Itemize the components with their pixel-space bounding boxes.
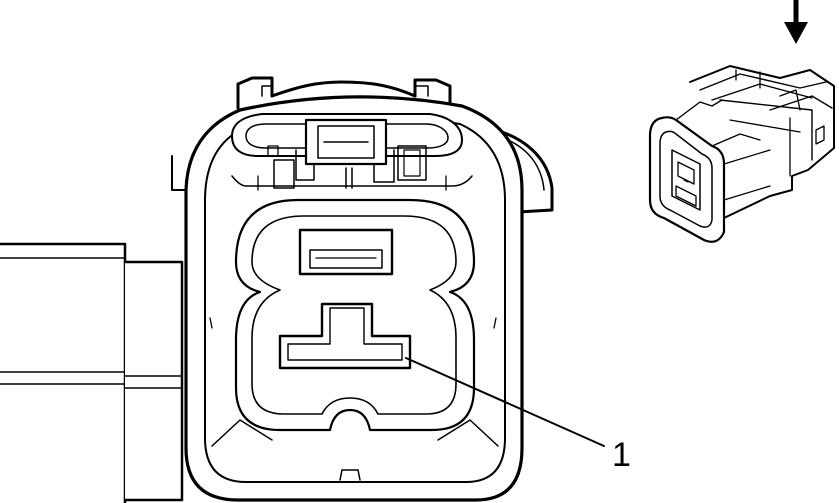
sensor-body (0, 155, 187, 503)
connector-isometric-view (648, 65, 835, 243)
connector-face (184, 76, 554, 502)
callout-leader-1 (405, 357, 605, 447)
view-direction-arrow-icon (784, 0, 808, 44)
callout-number-1: 1 (612, 436, 631, 474)
